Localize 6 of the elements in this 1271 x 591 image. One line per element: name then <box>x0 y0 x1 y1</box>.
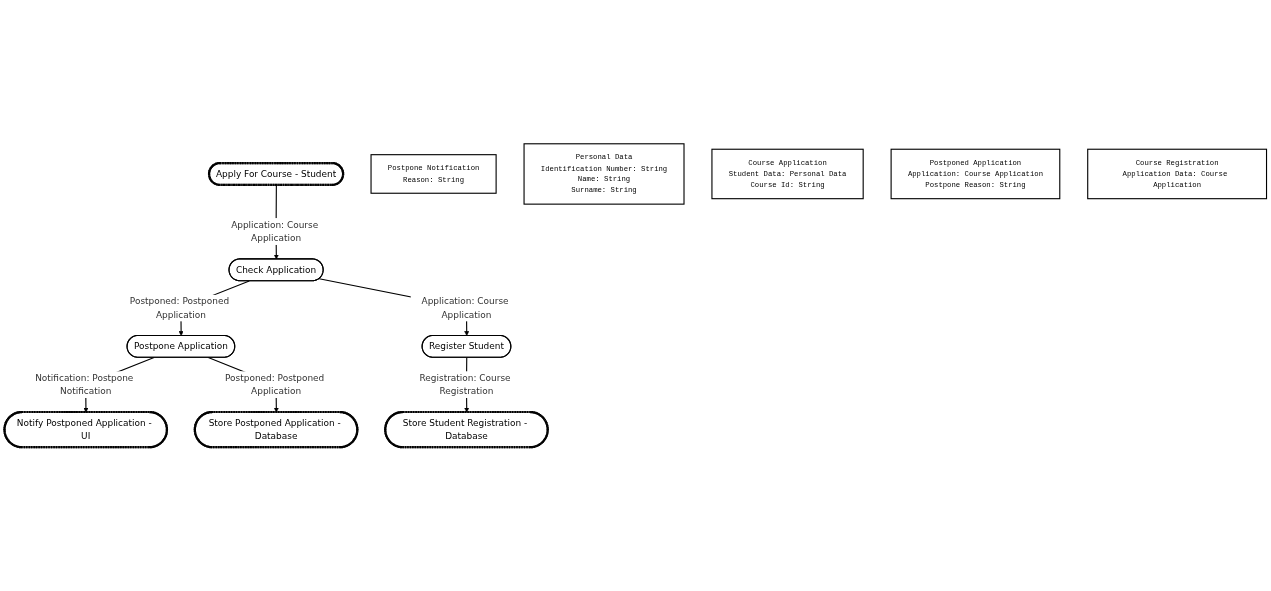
edge-label: Notification: Postpone Notification <box>35 372 134 397</box>
edge-label: Application: Course Application <box>421 295 509 320</box>
edge-label: Postponed: Postponed Application <box>225 372 325 397</box>
edge-label: Application: Course Application <box>231 219 319 244</box>
edge-label: Postponed: Postponed Application <box>129 295 230 320</box>
edge-label: Registration: Course Registration <box>419 372 511 397</box>
